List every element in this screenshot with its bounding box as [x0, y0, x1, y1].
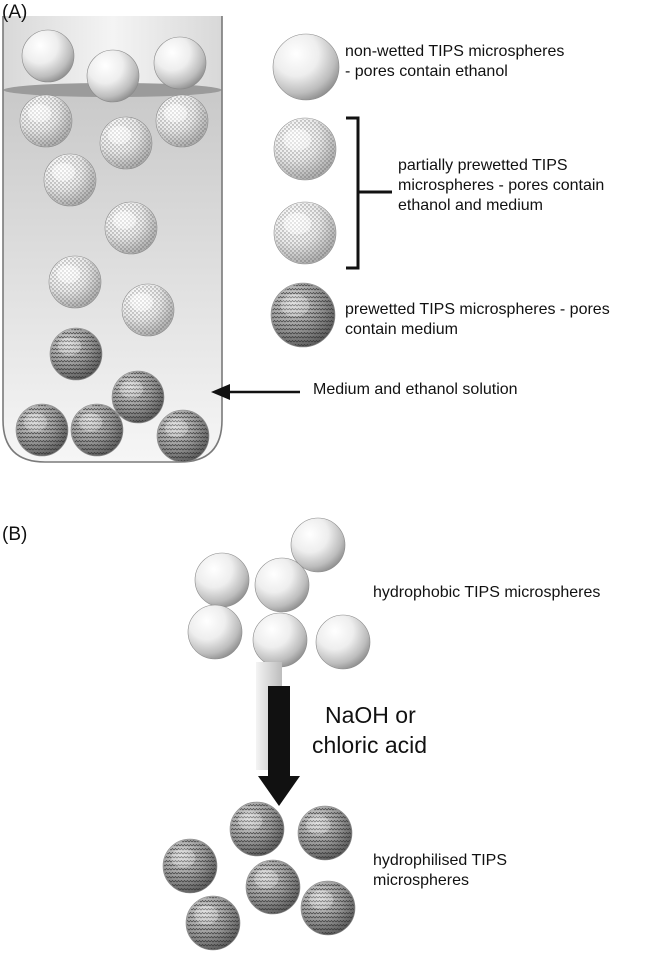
hydrophobic-sphere — [315, 614, 371, 670]
legend-sphere-non-wetted — [272, 33, 340, 101]
hydrophilised-sphere — [245, 859, 301, 915]
legend-prewetted-line1: prewetted TIPS microspheres - pores — [345, 301, 610, 318]
hydrophobic-label: hydrophobic TIPS microspheres — [373, 584, 601, 601]
solution-label: Medium and ethanol solution — [313, 381, 518, 398]
hydrophobic-sphere — [290, 517, 346, 573]
hydrophilised-sphere — [229, 801, 285, 857]
hydrophilised-sphere — [185, 895, 241, 951]
legend-spheres — [270, 33, 340, 348]
tube-sphere-dotted — [43, 153, 97, 207]
tube-sphere-dotted — [104, 201, 158, 255]
process-label-line2: chloric acid — [312, 732, 428, 758]
tube-sphere-smooth — [153, 36, 207, 90]
legend-sphere-partial-1 — [273, 117, 337, 181]
tube-sphere-dotted — [48, 255, 102, 309]
hydrophobic-spheres — [187, 517, 371, 670]
process-label: NaOH or chloric acid — [312, 700, 427, 760]
tube-sphere-wavy — [49, 327, 103, 381]
tube-sphere-wavy — [70, 403, 124, 457]
hydrophilised-label-line2: microspheres — [373, 872, 470, 889]
hydrophilised-spheres — [162, 801, 356, 951]
hydrophilised-label-line1: hydrophilised TIPS — [373, 852, 507, 869]
panel-b-label: (B) — [2, 524, 28, 545]
tube-sphere-wavy — [111, 370, 165, 424]
hydrophobic-sphere — [254, 557, 310, 613]
tube-sphere-smooth — [86, 49, 140, 103]
tube-sphere-dotted — [121, 283, 175, 337]
legend-bracket — [346, 116, 392, 270]
hydrophobic-sphere — [252, 612, 308, 668]
legend-partial-line2: microspheres - pores contain — [398, 177, 605, 194]
tube-sphere-wavy — [156, 409, 210, 463]
legend-prewetted-line2: contain medium — [345, 321, 458, 338]
process-arrow — [256, 662, 300, 806]
legend-non-wetted: non-wetted TIPS microspheres - pores con… — [345, 42, 564, 82]
legend-non-wetted-line1: non-wetted TIPS microspheres — [345, 43, 565, 60]
tube-sphere-wavy — [15, 403, 69, 457]
hydrophilised-sphere — [297, 805, 353, 861]
legend-sphere-partial-2 — [273, 201, 337, 265]
legend-partial-line1: partially prewetted TIPS — [398, 157, 568, 174]
tube-sphere-smooth — [21, 29, 75, 83]
hydrophobic-sphere — [187, 604, 243, 660]
hydrophilised-label: hydrophilised TIPS microspheres — [373, 851, 507, 891]
hydrophilised-sphere — [300, 880, 356, 936]
solution-arrow — [211, 384, 300, 400]
legend-sphere-prewetted — [270, 282, 336, 348]
hydrophilised-sphere — [162, 838, 218, 894]
legend-prewetted: prewetted TIPS microspheres - pores cont… — [345, 300, 610, 340]
tube-sphere-dotted — [19, 94, 73, 148]
panel-a-label: (A) — [2, 2, 28, 23]
hydrophobic-sphere — [194, 552, 250, 608]
tube-sphere-dotted — [155, 94, 209, 148]
tube-sphere-dotted — [99, 116, 153, 170]
legend-partial: partially prewetted TIPS microspheres - … — [398, 156, 604, 216]
legend-non-wetted-line2: - pores contain ethanol — [345, 63, 508, 80]
tube-spheres — [15, 29, 210, 463]
legend-partial-line3: ethanol and medium — [398, 197, 543, 214]
process-label-line1: NaOH or — [325, 702, 416, 728]
